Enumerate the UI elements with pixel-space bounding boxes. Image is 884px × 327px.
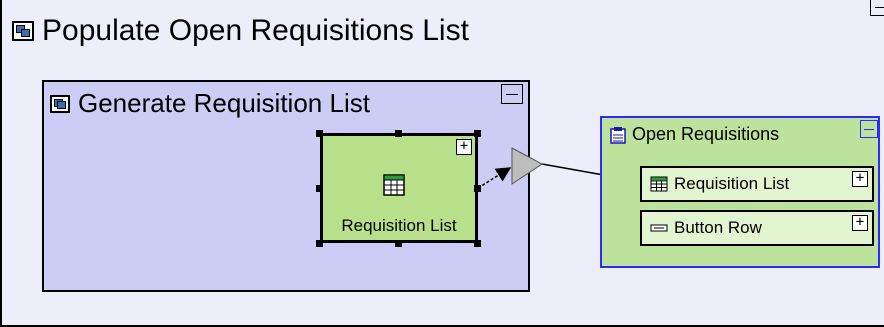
resize-handle-top-left[interactable] [316, 130, 323, 137]
node-expand-button[interactable]: + [456, 139, 472, 155]
item-expand-button[interactable]: + [852, 171, 868, 187]
diagram-icon [50, 94, 70, 113]
outer-collapse-button[interactable] [870, 0, 884, 16]
generate-collapse-button[interactable] [501, 84, 523, 104]
generate-title-text: Generate Requisition List [78, 88, 370, 118]
node-label: Requisition List [341, 216, 457, 235]
outer-title-text: Populate Open Requisitions List [42, 14, 469, 47]
resize-handle-bottom-right[interactable] [474, 240, 481, 247]
list-item-label: Requisition List [674, 174, 790, 193]
resize-handle-top[interactable] [395, 130, 402, 137]
table-icon [650, 176, 668, 192]
generate-title: Generate Requisition List [50, 88, 370, 119]
diagram-icon [12, 21, 34, 41]
list-item-requisition-list[interactable]: Requisition List + [640, 166, 874, 202]
resize-handle-bottom[interactable] [395, 240, 402, 247]
item-expand-button[interactable]: + [852, 215, 868, 231]
outer-title: Populate Open Requisitions List [12, 14, 469, 48]
resize-handle-top-right[interactable] [474, 130, 481, 137]
open-title: Open Requisitions [610, 124, 779, 145]
resize-handle-bottom-left[interactable] [316, 240, 323, 247]
requisition-list-node[interactable]: + Requisition List [320, 133, 478, 243]
button-row-icon [650, 223, 668, 233]
table-icon [383, 174, 405, 201]
resize-handle-left[interactable] [316, 185, 323, 192]
open-title-text: Open Requisitions [632, 124, 780, 144]
resize-handle-right[interactable] [474, 185, 481, 192]
list-item-button-row[interactable]: Button Row + [640, 210, 874, 246]
open-collapse-button[interactable] [860, 120, 878, 138]
open-requisitions-panel[interactable]: Open Requisitions Requisition List + But… [600, 116, 880, 268]
form-icon [610, 126, 626, 144]
list-item-label: Button Row [674, 218, 762, 237]
